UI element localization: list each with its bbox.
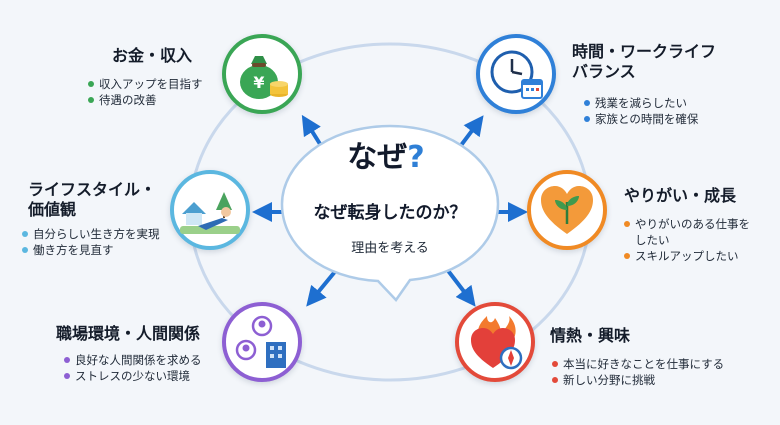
flaming-heart-compass-icon (471, 316, 523, 370)
center-title: なぜ? (347, 140, 425, 175)
node-lifestyle-bullets: 自分らしい生き方を実現 働き方を見直す (22, 226, 160, 258)
node-time (476, 34, 556, 114)
list-item: 家族との時間を確保 (584, 111, 698, 127)
node-time-label: 時間・ワークライフ バランス (572, 42, 717, 81)
center-subtitle: なぜ転身したのか？ (313, 203, 467, 223)
money-bag-icon: ¥ (240, 56, 288, 99)
node-environment-label: 職場環境・人間関係 (56, 324, 201, 343)
list-item: 残業を減らしたい (584, 95, 698, 111)
relaxing-person-icon (180, 192, 240, 234)
node-growth-label: やりがい・成長 (624, 186, 737, 205)
node-passion-label: 情熱・興味 (550, 326, 631, 345)
heart-sprout-icon (541, 186, 593, 234)
list-item: やりがいのある仕事をしたい (624, 216, 750, 248)
center-caption: 理由を考える (351, 241, 429, 256)
question-mark-icon: ? (407, 140, 425, 175)
arrow-bottom-right (444, 266, 476, 307)
node-environment (222, 302, 302, 382)
list-item: ストレスの少ない環境 (64, 368, 202, 384)
node-passion (455, 302, 535, 382)
node-growth-bullets: やりがいのある仕事をしたい スキルアップしたい (624, 216, 750, 264)
node-lifestyle (170, 170, 250, 250)
people-building-icon (235, 315, 286, 368)
arrow-bottom-left (306, 266, 340, 307)
list-item: 働き方を見直す (22, 242, 160, 258)
node-money: ¥ (222, 34, 302, 114)
node-growth (527, 170, 607, 250)
list-item: 自分らしい生き方を実現 (22, 226, 160, 242)
node-environment-bullets: 良好な人間関係を求める ストレスの少ない環境 (64, 352, 202, 384)
node-money-label: お金・収入 (112, 46, 193, 65)
list-item: 本当に好きなことを仕事にする (552, 356, 724, 372)
svg-text:¥: ¥ (253, 73, 264, 92)
list-item: スキルアップしたい (624, 248, 750, 264)
list-item: 良好な人間関係を求める (64, 352, 202, 368)
list-item: 待遇の改善 (88, 92, 203, 108)
clock-calendar-icon (490, 50, 543, 99)
node-money-bullets: 収入アップを目指す 待遇の改善 (88, 76, 203, 108)
node-time-bullets: 残業を減らしたい 家族との時間を確保 (584, 95, 698, 127)
list-item: 新しい分野に挑戦 (552, 372, 724, 388)
node-lifestyle-label: ライフスタイル・ 価値観 (28, 180, 157, 219)
list-item: 収入アップを目指す (88, 76, 203, 92)
node-passion-bullets: 本当に好きなことを仕事にする 新しい分野に挑戦 (552, 356, 724, 388)
